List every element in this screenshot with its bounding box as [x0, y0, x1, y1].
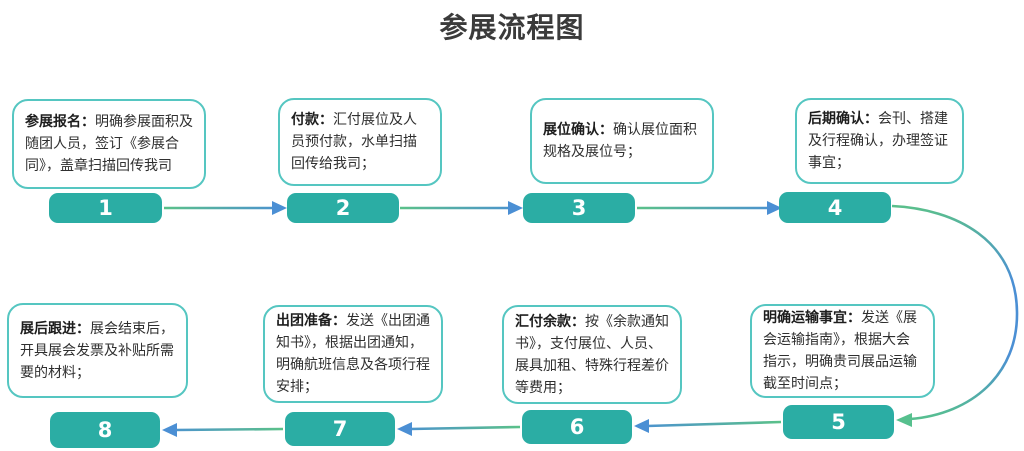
step-number-text-8: 8	[97, 418, 113, 442]
step-number-1: 1	[49, 193, 162, 223]
step-number-text-3: 3	[571, 196, 587, 220]
step-number-6: 6	[522, 410, 632, 444]
step-card-7: 出团准备：发送《出团通知书》，根据出团通知，明确航班信息及各项行程安排；	[263, 305, 443, 403]
step-desc-4: 会刊、搭建及行程确认，办理签证事宜；	[808, 111, 948, 171]
step-number-5: 5	[783, 405, 894, 439]
step-label-4: 后期确认：	[808, 111, 878, 127]
step-desc-5: 发送《展会运输指南》，根据大会指示，明确贵司展品运输截至时间点；	[763, 310, 917, 392]
connector-7-8	[162, 423, 284, 437]
step-label-2: 付款：	[291, 112, 333, 128]
step-label-1: 参展报名：	[25, 114, 95, 130]
step-number-2: 2	[287, 193, 399, 223]
step-card-8: 展后跟进：展会结束后，开具展会发票及补贴所需要的材料；	[7, 303, 188, 398]
step-desc-3: 确认展位面积规格及展位号；	[543, 122, 697, 160]
connector-1-2	[164, 201, 287, 215]
step-label-8: 展后跟进：	[20, 320, 90, 337]
step-number-7: 7	[285, 412, 395, 446]
step-card-2: 付款：汇付展位及人员预付款，水单扫描回传给我司；	[278, 98, 442, 186]
step-desc-8: 展会结束后，开具展会发票及补贴所需要的材料；	[20, 320, 174, 381]
step-card-5: 明确运输事宜：发送《展会运输指南》，根据大会指示，明确贵司展品运输截至时间点；	[750, 304, 935, 398]
step-number-text-4: 4	[827, 195, 843, 220]
step-label-5: 明确运输事宜：	[763, 310, 861, 326]
step-card-3: 展位确认：确认展位面积规格及展位号；	[530, 98, 714, 184]
connector-3-4	[637, 201, 782, 215]
step-label-6: 汇付余款：	[515, 313, 585, 330]
step-card-1: 参展报名：明确参展面积及随团人员，签订《参展合同》，盖章扫描回传我司	[12, 99, 206, 189]
step-desc-1: 明确参展面积及随团人员，签订《参展合同》，盖章扫描回传我司	[25, 114, 193, 174]
step-card-4: 后期确认：会刊、搭建及行程确认，办理签证事宜；	[795, 98, 964, 184]
step-number-text-1: 1	[98, 196, 113, 220]
connector-2-3	[400, 201, 523, 215]
step-desc-6: 按《余款通知书》，支付展位、人员、展具加租、特殊行程差价等费用；	[515, 313, 669, 396]
step-card-6: 汇付余款：按《余款通知书》，支付展位、人员、展具加租、特殊行程差价等费用；	[502, 305, 682, 404]
step-number-text-5: 5	[831, 410, 846, 434]
step-number-text-2: 2	[335, 196, 351, 220]
step-number-text-6: 6	[569, 415, 585, 439]
step-desc-7: 发送《出团通知书》，根据出团通知，明确航班信息及各项行程安排；	[276, 313, 430, 395]
page-title: 参展流程图	[439, 11, 585, 44]
step-number-4: 4	[779, 192, 891, 223]
step-label-3: 展位确认：	[543, 122, 613, 138]
step-label-7: 出团准备：	[276, 313, 346, 329]
step-number-3: 3	[523, 193, 635, 223]
step-desc-2: 汇付展位及人员预付款，水单扫描回传给我司；	[291, 112, 417, 172]
connector-6-7	[397, 422, 521, 436]
step-number-text-7: 7	[332, 417, 348, 441]
step-number-8: 8	[50, 412, 160, 448]
connector-5-6	[634, 419, 782, 433]
